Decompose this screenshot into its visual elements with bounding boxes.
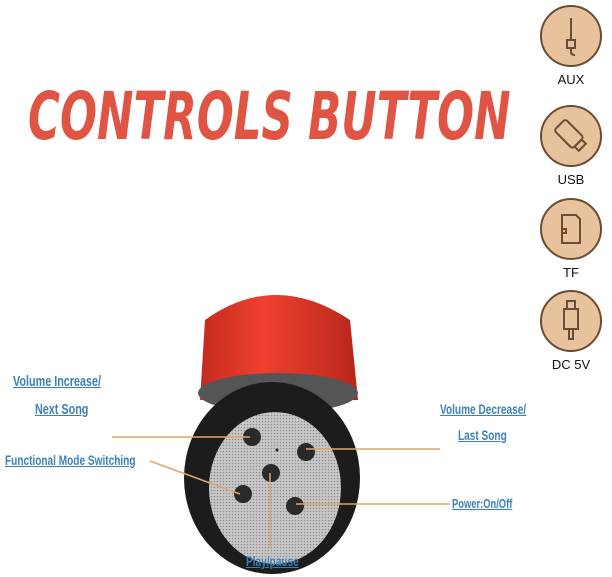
- port-aux: AUX: [540, 5, 602, 87]
- callout-last-song: Last Song: [458, 427, 507, 443]
- port-label: AUX: [557, 72, 585, 87]
- speaker-body: [200, 295, 358, 400]
- port-label: DC 5V: [551, 357, 591, 372]
- port-label: USB: [557, 172, 585, 187]
- callout-power: Power:On/Off: [452, 496, 513, 511]
- dc-plug-icon: [540, 290, 602, 352]
- tf-card-icon: [540, 198, 602, 260]
- callout-line: [149, 460, 241, 495]
- callout-mode-switching: Functional Mode Switching: [5, 452, 136, 468]
- callout-volume-increase: Volume Increase/: [13, 373, 102, 390]
- play-pause-button: [262, 464, 280, 482]
- port-label: TF: [563, 265, 579, 280]
- page-title: CONTROLS BUTTON: [28, 78, 511, 155]
- speaker-grille: [209, 412, 341, 564]
- volume-down-button: [297, 443, 315, 461]
- volume-up-button: [243, 428, 261, 446]
- usb-icon: [540, 105, 602, 167]
- aux-jack-icon: [540, 5, 602, 67]
- callout-play-pause: Play/pause: [246, 553, 299, 569]
- mode-button: [234, 485, 252, 503]
- port-tf: TF: [540, 198, 602, 280]
- port-usb: USB: [540, 105, 602, 187]
- callout-volume-decrease: Volume Decrease/: [440, 401, 527, 417]
- port-dc: DC 5V: [540, 290, 602, 372]
- power-button: [286, 497, 304, 515]
- callout-next-song: Next Song: [35, 401, 89, 418]
